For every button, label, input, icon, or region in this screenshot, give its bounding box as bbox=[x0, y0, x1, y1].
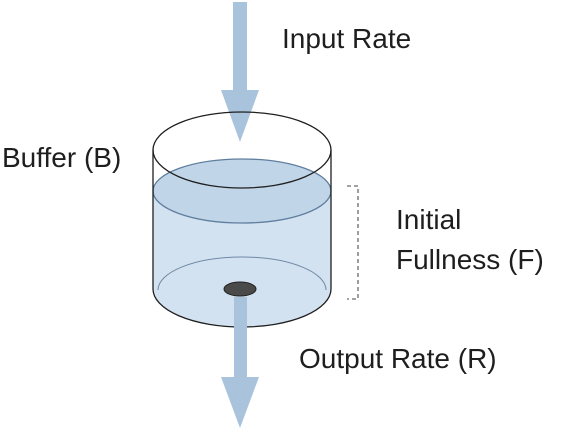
drain-hole bbox=[223, 281, 257, 297]
input-arrow bbox=[221, 2, 259, 142]
water-body bbox=[153, 191, 331, 327]
buffer-cylinder bbox=[152, 111, 332, 328]
input-arrow-shaft bbox=[233, 2, 247, 92]
output-arrow bbox=[221, 297, 259, 428]
output-arrow-head bbox=[221, 377, 259, 428]
output-arrow-shaft bbox=[234, 297, 247, 381]
cylinder-bottom-inner-edge bbox=[157, 256, 327, 291]
buffer-label: Buffer (B) bbox=[2, 142, 121, 173]
cylinder-top-rim bbox=[152, 111, 332, 189]
initial-fullness-label-line1: Initial bbox=[396, 204, 461, 235]
input-rate-label: Input Rate bbox=[282, 23, 411, 54]
output-rate-label: Output Rate (R) bbox=[299, 343, 497, 374]
initial-fullness-bracket bbox=[347, 185, 359, 300]
input-arrow-head bbox=[221, 90, 259, 142]
initial-fullness-label-line2: Fullness (F) bbox=[396, 244, 544, 275]
water-surface bbox=[152, 158, 332, 224]
